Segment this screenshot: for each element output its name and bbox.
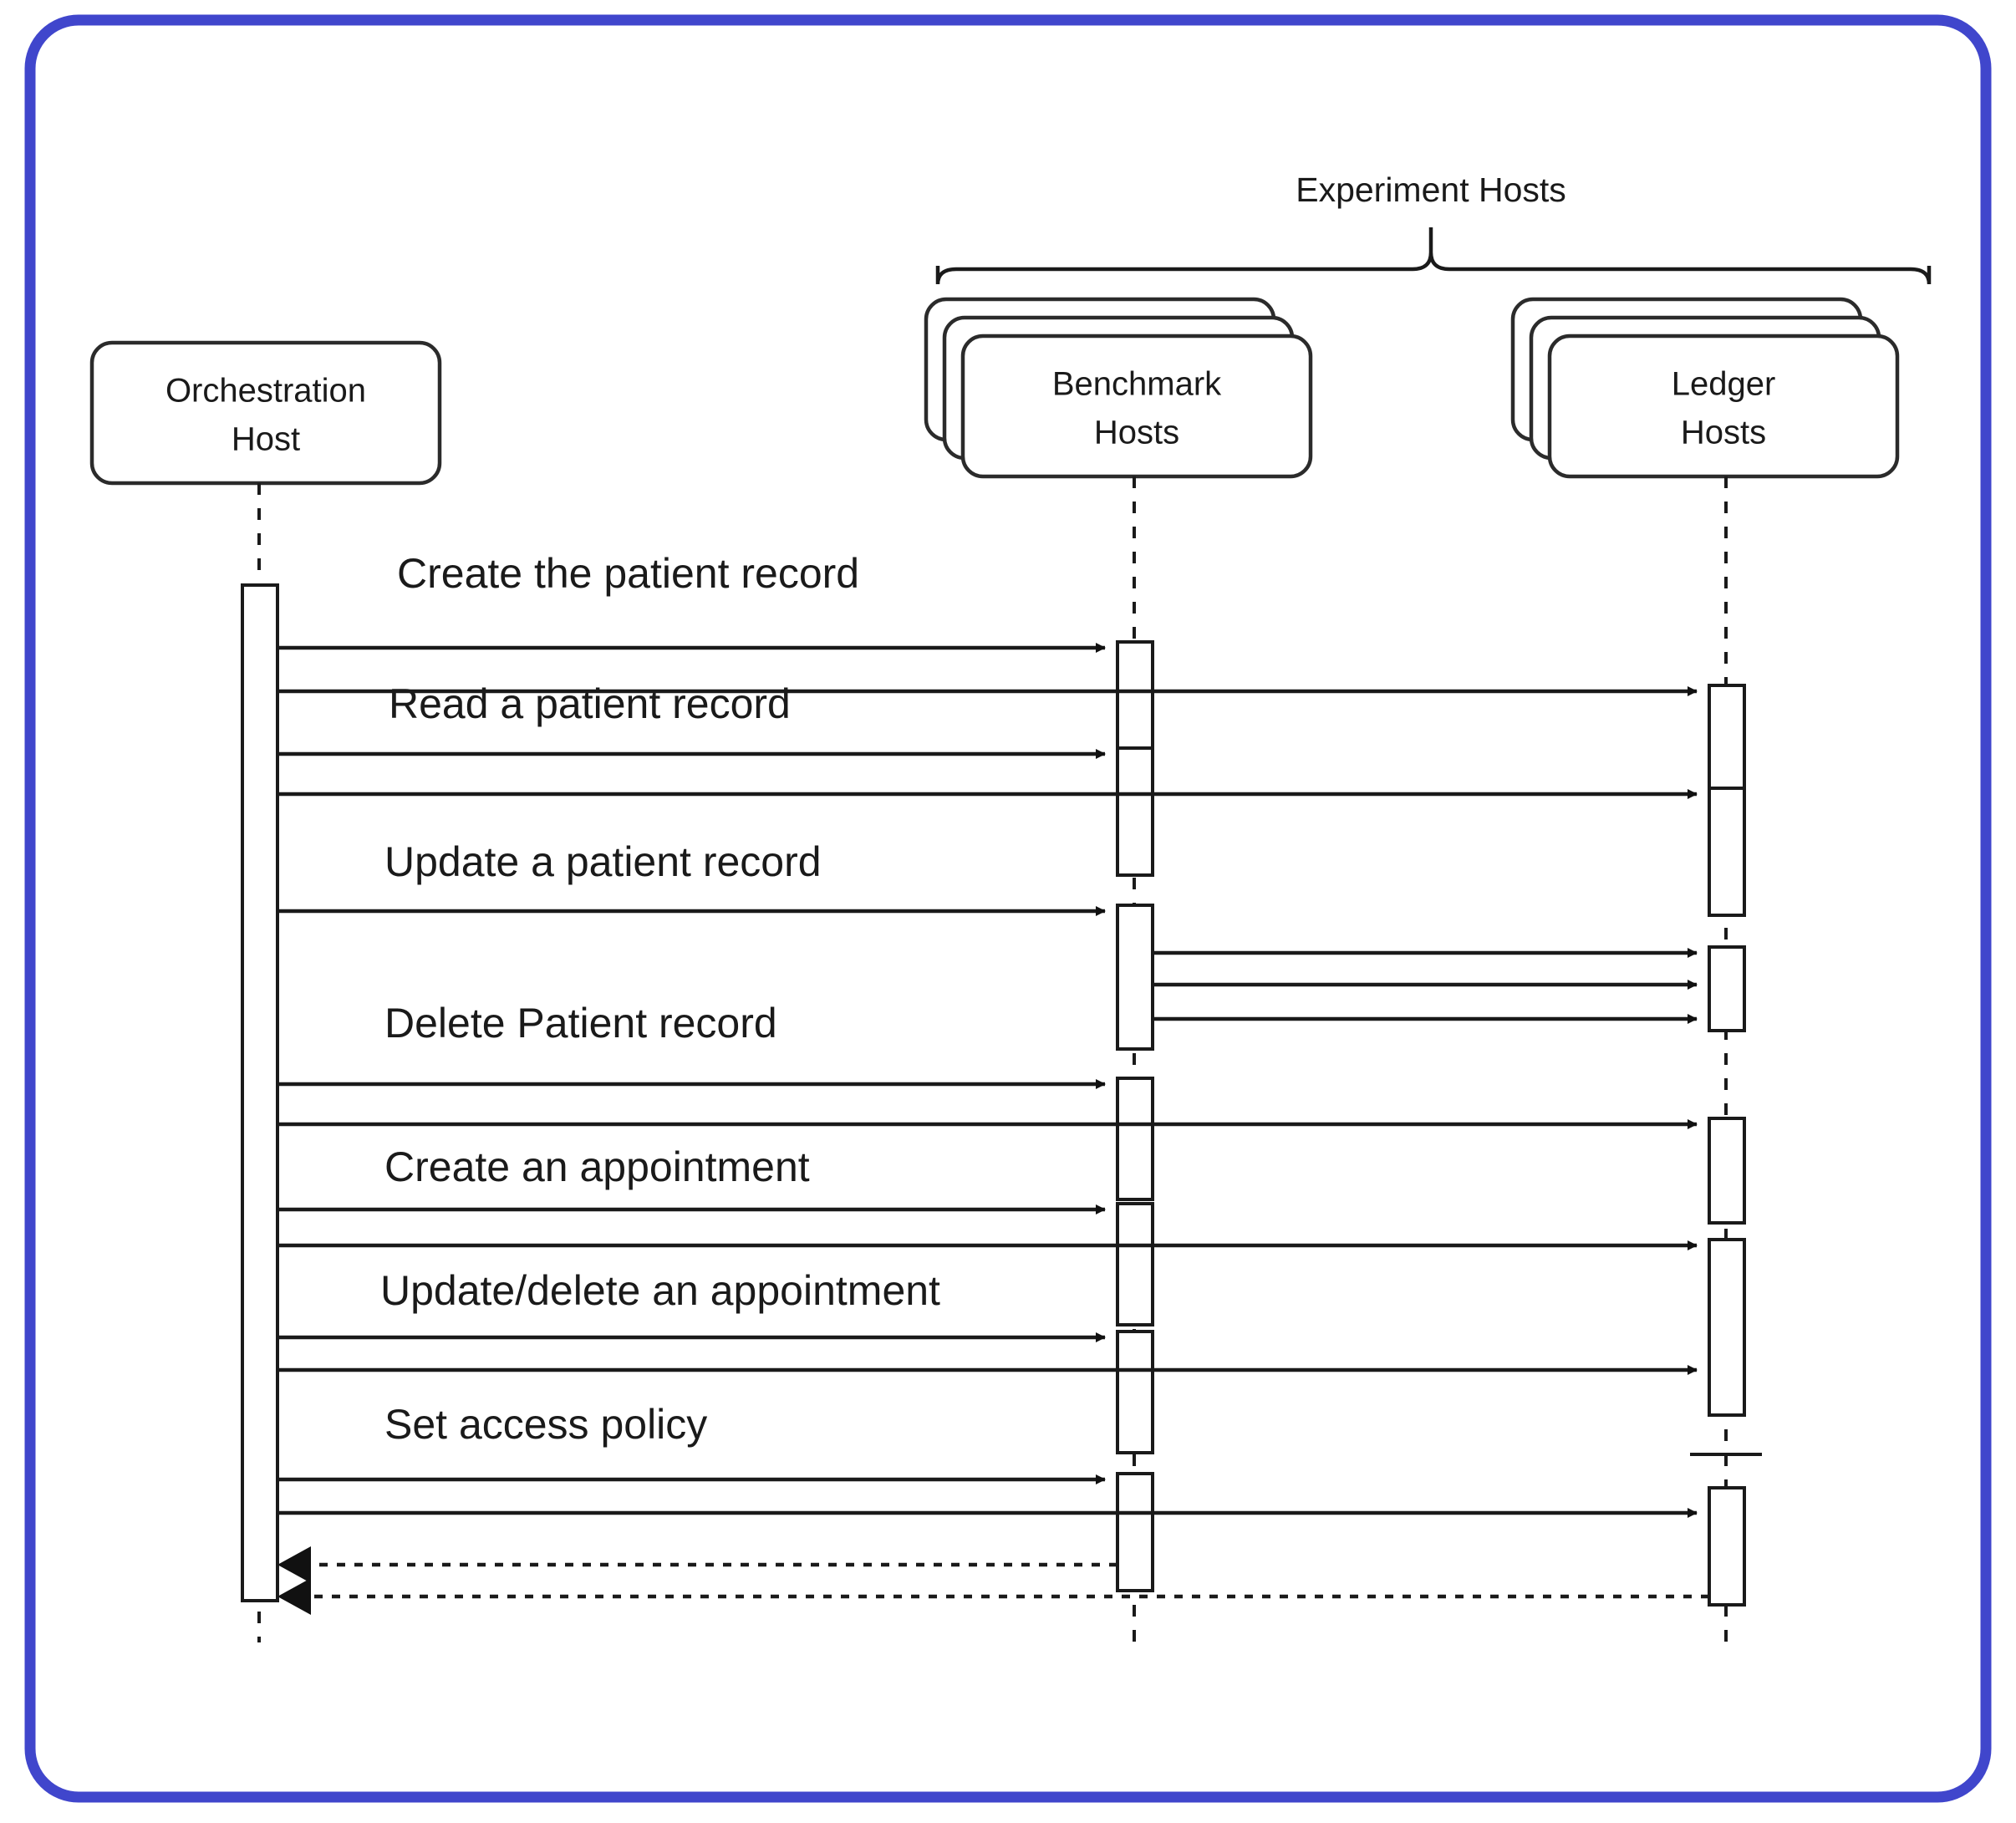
- message-label-delete-patient-record: Delete Patient record: [384, 1000, 777, 1046]
- host-box-benchmark[interactable]: [960, 334, 1313, 479]
- activation-bar-benchmark-7: [1116, 1472, 1154, 1592]
- activation-bar-ledger-2: [1708, 787, 1746, 917]
- message-group-delete-patient-record: Delete Patient record: [277, 1000, 1746, 1225]
- message-label-update-patient-record: Update a patient record: [384, 838, 822, 885]
- host-label-orchestration-line2: Host: [232, 421, 300, 458]
- activation-bar-ledger-7: [1708, 1486, 1746, 1607]
- experiment-hosts-brace: [935, 227, 1932, 285]
- activation-bar-benchmark-3: [1116, 904, 1154, 1051]
- return-arrowhead-benchmark: [277, 1546, 311, 1583]
- diagram-outer-frame: [24, 14, 1992, 1803]
- activation-bar-ledger-4: [1708, 1117, 1746, 1225]
- host-label-orchestration-line1: Orchestration: [165, 373, 366, 410]
- lifeline-benchmark-hosts[interactable]: Benchmark Hosts: [924, 297, 1313, 1642]
- activation-bar-benchmark-5: [1116, 1202, 1154, 1327]
- host-label-benchmark-line1: Benchmark: [1052, 366, 1222, 403]
- message-group-update-patient-record: Update a patient record: [277, 838, 1746, 1051]
- message-label-read-patient-record: Read a patient record: [389, 680, 791, 727]
- activation-bar-benchmark-2: [1116, 746, 1154, 877]
- host-label-ledger-line2: Hosts: [1681, 415, 1766, 451]
- message-label-create-appointment: Create an appointment: [384, 1143, 810, 1190]
- activation-bar-ledger-5: [1708, 1238, 1746, 1417]
- host-label-benchmark-line2: Hosts: [1094, 415, 1179, 451]
- host-box-orchestration[interactable]: [89, 340, 442, 486]
- lifeline-ledger-hosts[interactable]: Ledger Hosts: [1510, 297, 1900, 1642]
- activation-bar-benchmark-4: [1116, 1077, 1154, 1201]
- activation-bar-benchmark-6: [1116, 1330, 1154, 1454]
- message-group-set-access-policy: Set access policy: [277, 1401, 1746, 1607]
- message-label-update-delete-appointment: Update/delete an appointment: [380, 1267, 940, 1314]
- message-group-create-appointment: Create an appointment: [277, 1143, 1746, 1417]
- host-box-ledger[interactable]: [1547, 334, 1900, 479]
- activation-bar-orchestration: [241, 583, 279, 1602]
- return-message-group: [277, 1546, 1709, 1615]
- host-label-ledger-line1: Ledger: [1672, 366, 1776, 403]
- message-label-set-access-policy: Set access policy: [384, 1401, 707, 1448]
- message-label-create-patient-record: Create the patient record: [397, 550, 859, 597]
- message-group-update-delete-appointment: Update/delete an appointment: [277, 1267, 1762, 1456]
- lifeline-orchestration-host[interactable]: Orchestration Host: [89, 340, 442, 1642]
- group-label-experiment-hosts: Experiment Hosts: [1296, 171, 1566, 209]
- message-group-create-patient-record: Create the patient record: [277, 550, 1746, 819]
- message-group-read-patient-record: Read a patient record: [277, 680, 1746, 917]
- activation-bar-ledger-3: [1708, 945, 1746, 1032]
- return-arrowhead-ledger: [277, 1578, 311, 1615]
